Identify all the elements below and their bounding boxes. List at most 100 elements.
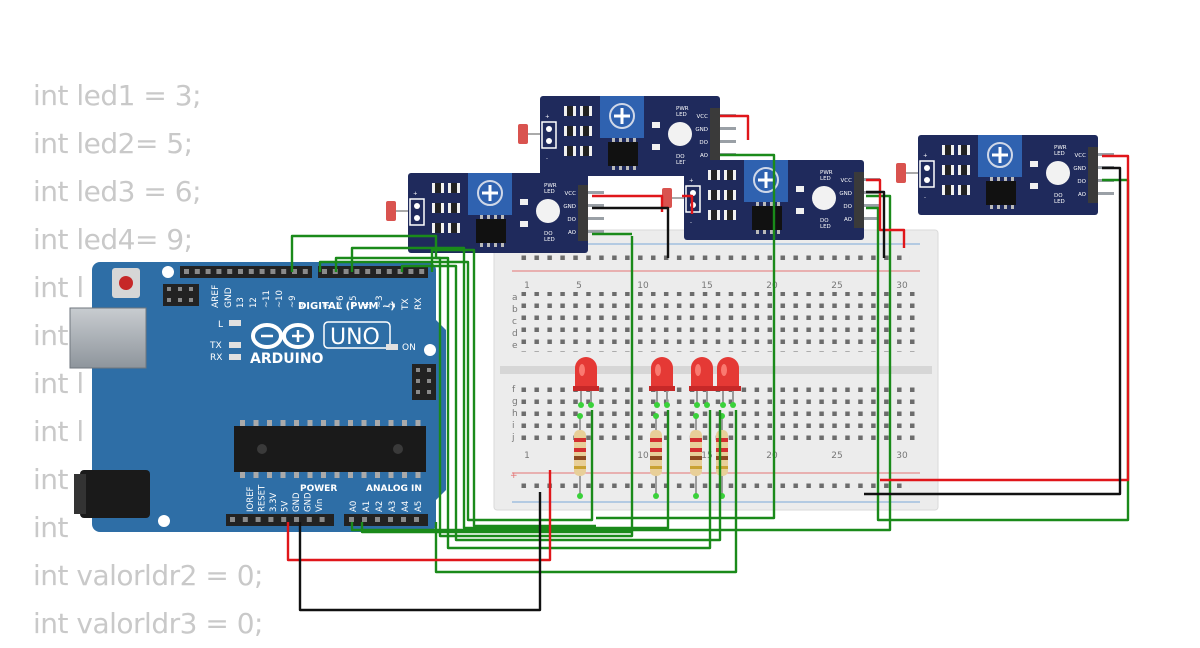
analog-pin-label: A5 [414,501,424,512]
wire-red [880,154,1130,482]
analog-pin-label: A0 [349,501,359,512]
power-label: POWER [300,484,337,494]
module-pin-label: DO [567,217,576,223]
digital-pin-label: ~6 [336,295,346,308]
do-led-label: LED [676,160,687,166]
do-led-label: DO [544,231,553,237]
digital-pin-label: 12 [249,297,259,308]
power-pin-label: IOREF [246,487,256,512]
resistor [650,413,662,499]
pwr-led-label: LED [544,189,555,195]
bb-col-number: 1 [524,281,530,291]
gnd-label: GND [224,287,234,308]
wire-red [682,194,694,214]
module-plus-label: + [545,114,550,120]
digital-pin-label: 4 [362,303,372,308]
code-line: int [33,511,69,544]
resistor [690,413,702,499]
digital-pin-label: 8 [299,303,309,308]
bb-col-number: 30 [896,451,908,461]
red-led [649,357,675,408]
module-pin-label: VCC [841,178,853,184]
module-plus-label: + [413,191,418,197]
code-listing: int led1 = 3;int led2= 5;int led3 = 6;in… [33,72,263,648]
bb-col-number: 10 [637,451,649,461]
code-line: int led2= 5; [33,127,193,160]
indicator-led [812,186,836,210]
red-led [573,357,599,408]
code-line: int l [33,271,84,304]
digital-pin-label: ~10 [275,290,285,308]
module-pin-label: DO [1077,179,1086,185]
wire-black [864,166,1122,496]
wire-green [334,256,712,550]
bb-col-number: 5 [576,281,582,291]
digital-pin-label: ~9 [288,295,298,308]
power-pin-label: GND [292,492,302,512]
photoresistor-icon [896,163,906,183]
pwr-led-label: PWR [676,106,689,112]
bb-col-number: 15 [701,451,712,461]
power-pin-label: Vin [315,499,325,512]
bb-row-label: j [511,433,515,443]
bb-col-number: 1 [524,451,530,461]
digital-header-label: DIGITAL (PWM ~) [298,301,395,312]
tx-pin-label: TX [401,298,411,311]
wire-green [596,153,776,520]
wire-green [318,260,594,522]
do-led-label: DO [820,218,829,224]
power-pin-label: GND [304,492,314,512]
code-line: int led1 = 3; [33,79,202,112]
module-pin-label: AO [844,217,853,223]
wire-red [286,470,552,562]
wire-red [866,178,906,248]
wire-black [298,492,542,612]
module-minus-label: - [690,220,692,226]
bb-col-number: 30 [896,281,908,291]
bb-row-label: c [512,317,517,327]
module-pin-label: GND [839,191,852,197]
pwr-led-label: PWR [544,183,557,189]
analog-label: ANALOG IN [366,484,422,494]
do-led-label: DO [1054,193,1063,199]
bb-row-label: g [512,397,518,407]
mounting-hole-icon [424,344,436,356]
module-pin-label: AO [700,153,709,159]
analog-pin-label: A2 [375,501,385,512]
indicator-led [536,199,560,223]
module-pin-label: AO [1078,192,1087,198]
do-led-label: LED [1054,199,1065,205]
photoresistor-icon [386,201,396,221]
rx-pin-label: RX [414,298,424,310]
rail-plus-label: + [510,471,518,481]
bb-col-number: 10 [637,281,649,291]
aref-label: AREF [211,285,221,308]
power-header [226,514,334,526]
digital-header-left [180,266,312,278]
module-pin-label: GND [695,127,708,133]
indicator-led [1046,161,1070,185]
bb-col-number: 25 [831,451,842,461]
tx-led-label: TX [209,341,222,351]
mounting-hole-icon [158,515,170,527]
module-pin-label: GND [1073,166,1086,172]
pwr-led-label: LED [1054,151,1065,157]
bb-col-number: 20 [766,281,778,291]
wire-green [360,522,632,534]
digital-pin-label: 7 [323,303,333,308]
code-line: int valorldr2 = 0; [33,559,263,592]
usb-port [69,307,147,369]
power-pin-label: RESET [258,484,268,512]
power-jack [80,470,150,518]
module-minus-label: - [924,195,926,201]
red-led [715,357,741,408]
module-plus-label: + [689,178,694,184]
pwr-led-label: PWR [820,170,833,176]
wire-red [592,194,664,212]
module-pin-label: AO [568,230,577,236]
module-pin-label: VCC [697,114,709,120]
on-led-label: ON [402,343,416,353]
